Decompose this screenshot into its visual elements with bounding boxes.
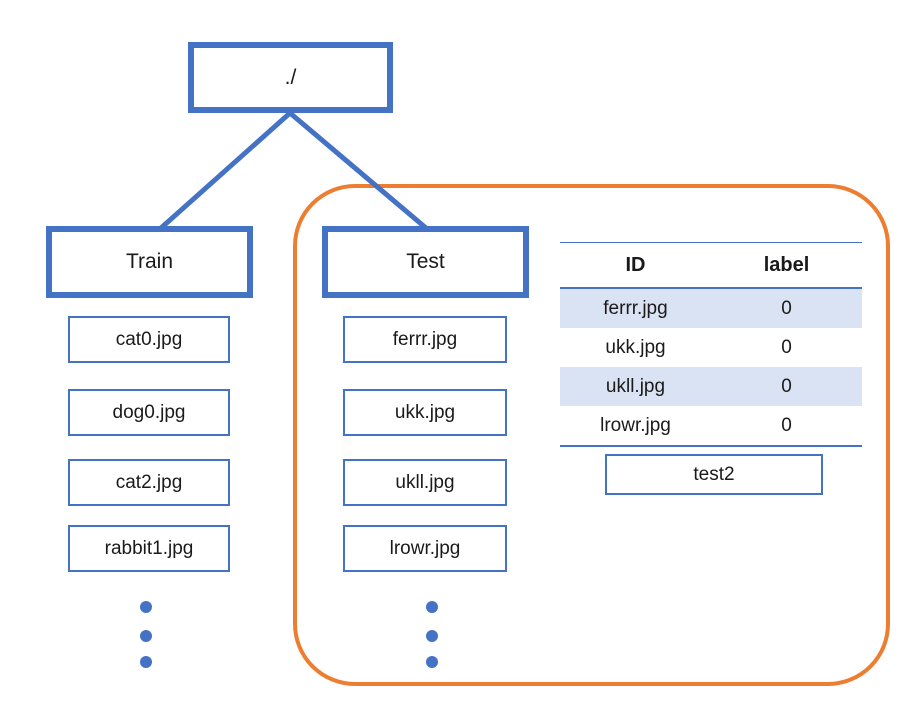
- test2-caption-box: test2: [605, 454, 823, 495]
- ellipsis-dot-icon: [426, 656, 438, 668]
- test-folder-node: Test: [322, 226, 529, 298]
- table-row: ferrr.jpg 0: [560, 289, 862, 328]
- train-file-box: rabbit1.jpg: [68, 525, 230, 572]
- train-file-box: dog0.jpg: [68, 389, 230, 436]
- train-file-label: cat2.jpg: [115, 471, 183, 493]
- test-file-box: ferrr.jpg: [343, 316, 507, 363]
- id-label-table: ID label ferrr.jpg 0 ukk.jpg 0 ukll.jpg …: [560, 242, 862, 447]
- ellipsis-dot-icon: [426, 630, 438, 642]
- root-directory-label: ./: [284, 65, 297, 89]
- table-row: ukk.jpg 0: [560, 328, 862, 367]
- ellipsis-dot-icon: [140, 656, 152, 668]
- ellipsis-dot-icon: [140, 601, 152, 613]
- test-file-label: lrowr.jpg: [389, 537, 461, 559]
- table-cell-label: 0: [781, 336, 792, 358]
- train-file-box: cat2.jpg: [68, 459, 230, 506]
- table-cell-label: 0: [781, 375, 792, 397]
- table-header-id: ID: [625, 253, 646, 276]
- table-cell-id: ukll.jpg: [605, 375, 666, 397]
- table-cell-id: ukk.jpg: [605, 336, 666, 358]
- test-folder-label: Test: [406, 250, 445, 273]
- root-directory-node: ./: [188, 42, 393, 113]
- table-row: ukll.jpg 0: [560, 367, 862, 406]
- test-file-label: ferrr.jpg: [392, 328, 458, 350]
- table-cell-label: 0: [781, 297, 792, 319]
- train-folder-label: Train: [125, 250, 174, 273]
- ellipsis-dot-icon: [140, 630, 152, 642]
- table-header-row: ID label: [560, 243, 862, 289]
- train-file-label: rabbit1.jpg: [104, 537, 194, 559]
- table-cell-id: lrowr.jpg: [600, 414, 671, 436]
- train-folder-node: Train: [46, 226, 253, 298]
- train-file-box: cat0.jpg: [68, 316, 230, 363]
- test-file-box: ukll.jpg: [343, 459, 507, 506]
- test-file-box: lrowr.jpg: [343, 525, 507, 572]
- ellipsis-dot-icon: [426, 601, 438, 613]
- train-file-label: dog0.jpg: [112, 401, 186, 423]
- table-row: lrowr.jpg 0: [560, 406, 862, 445]
- train-file-label: cat0.jpg: [115, 328, 183, 350]
- test2-caption-label: test2: [693, 463, 735, 485]
- test-set-highlight-region: [293, 184, 890, 686]
- table-header-label: label: [763, 253, 810, 276]
- test-file-label: ukk.jpg: [394, 401, 456, 423]
- test-file-label: ukll.jpg: [395, 471, 455, 493]
- table-cell-label: 0: [781, 414, 792, 436]
- test-file-box: ukk.jpg: [343, 389, 507, 436]
- table-cell-id: ferrr.jpg: [603, 297, 668, 319]
- connector-root-to-train: [159, 111, 292, 230]
